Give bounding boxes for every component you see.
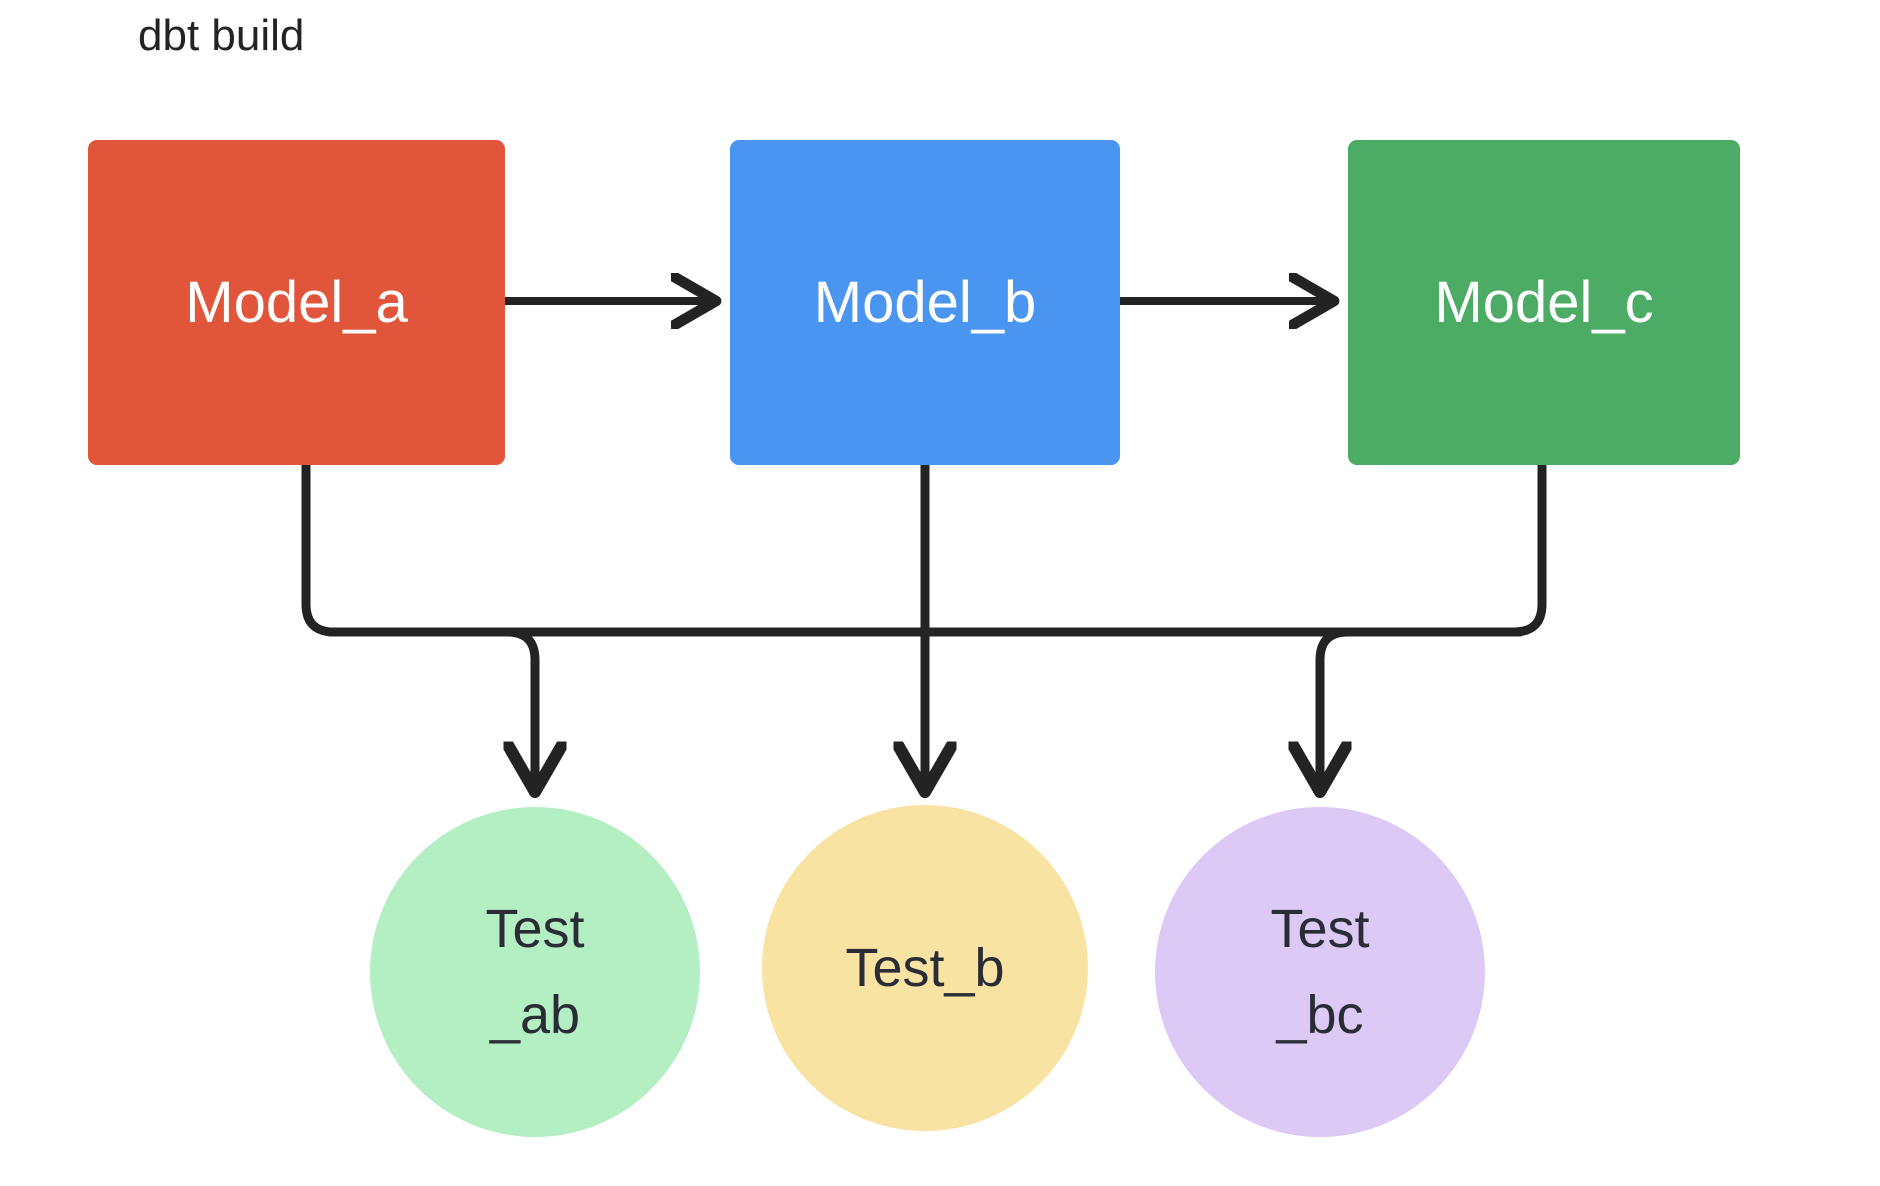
edge-model-a-to-bus bbox=[301, 460, 515, 637]
node-label-test-bc-line2: _bc bbox=[1276, 985, 1364, 1045]
node-label-test-ab-line2: _ab bbox=[489, 985, 581, 1045]
page-title: dbt build bbox=[138, 11, 305, 60]
node-model-a[interactable]: Model_a bbox=[88, 140, 505, 465]
node-model-c[interactable]: Model_c bbox=[1348, 140, 1740, 465]
node-test-ab[interactable]: Test _ab bbox=[370, 807, 700, 1137]
node-model-b[interactable]: Model_b bbox=[730, 140, 1120, 465]
node-label-model-c: Model_c bbox=[1434, 269, 1654, 335]
node-test-bc[interactable]: Test _bc bbox=[1155, 807, 1485, 1137]
node-label-model-a: Model_a bbox=[185, 269, 408, 335]
node-label-test-bc-line1: Test bbox=[1270, 899, 1370, 959]
node-label-model-b: Model_b bbox=[813, 269, 1037, 335]
edge-model-c-to-bus bbox=[1341, 460, 1547, 637]
node-label-test-b: Test_b bbox=[845, 938, 1005, 998]
node-label-test-ab-line1: Test bbox=[485, 899, 585, 959]
edge-bus-to-test-ab bbox=[502, 627, 535, 792]
node-test-b[interactable]: Test_b bbox=[762, 805, 1088, 1131]
edge-bus-to-test-bc bbox=[1320, 627, 1353, 792]
